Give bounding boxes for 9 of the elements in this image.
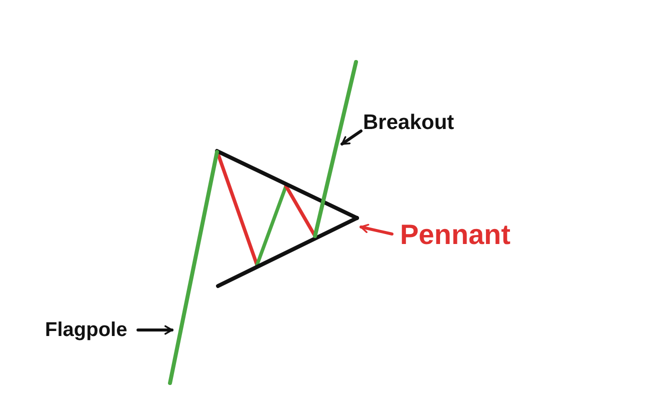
arrow <box>340 130 362 146</box>
breakout-line <box>313 60 358 238</box>
arrow <box>136 325 174 335</box>
flagpole-line <box>168 150 219 385</box>
breakout-label: Breakout <box>363 112 454 133</box>
arrow <box>360 224 394 236</box>
flagpole-label: Flagpole <box>45 320 128 340</box>
pennant-label: Pennant <box>400 221 510 249</box>
pennant-drawing <box>215 149 359 288</box>
